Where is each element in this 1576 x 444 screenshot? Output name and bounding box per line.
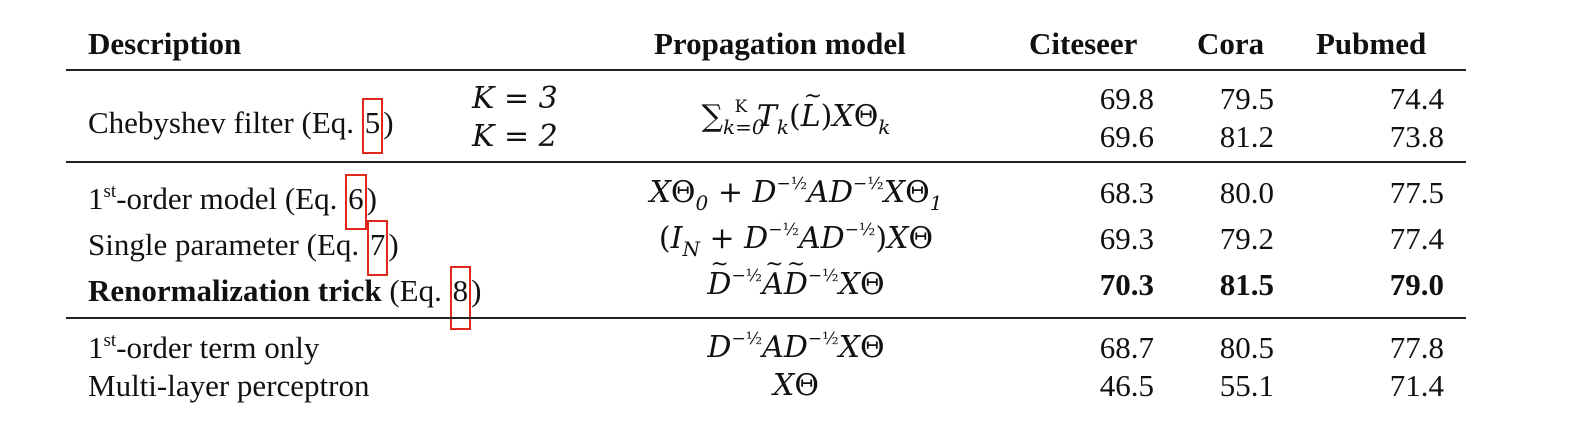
rule-mid-2 bbox=[66, 317, 1466, 319]
cell-renorm-pubmed: 79.0 bbox=[1389, 267, 1444, 302]
header-citeseer: Citeseer bbox=[1029, 26, 1138, 61]
formula-renormalization: D−½AD−½XΘ bbox=[516, 246, 1076, 304]
formula-first-order-term: D−½AD−½XΘ bbox=[707, 329, 885, 365]
cell-first-order-citeseer: 68.3 bbox=[1099, 175, 1154, 210]
eq-ref-6[interactable]: 6 bbox=[345, 174, 367, 230]
cell-cheb-k3-citeseer: 69.8 bbox=[1099, 81, 1154, 116]
k3-label: K = 3 bbox=[472, 81, 558, 116]
cell-first-order-pubmed: 77.5 bbox=[1389, 175, 1444, 210]
cell-renorm-citeseer: 70.3 bbox=[1099, 267, 1154, 302]
cell-single-cora: 79.2 bbox=[1219, 221, 1274, 256]
cell-cheb-k2-pubmed: 73.8 bbox=[1389, 119, 1444, 154]
results-table: Description Propagation model Citeseer C… bbox=[66, 0, 1466, 444]
row-first-order-model-label: 1st-order model (Eq. 6) bbox=[88, 174, 377, 230]
cell-first-order-cora: 80.0 bbox=[1219, 175, 1274, 210]
row-renormalization-label: Renormalization trick (Eq. 8) bbox=[88, 266, 481, 330]
cell-single-pubmed: 77.4 bbox=[1389, 221, 1444, 256]
cell-cheb-k2-cora: 81.2 bbox=[1219, 119, 1274, 154]
cell-mlp-cora: 55.1 bbox=[1219, 368, 1274, 403]
formula-chebyshev: ∑k=0K Tk(L)XΘk bbox=[516, 78, 1076, 137]
cell-mlp-citeseer: 46.5 bbox=[1099, 368, 1154, 403]
cell-cheb-k3-pubmed: 74.4 bbox=[1389, 81, 1444, 116]
row-single-parameter-label: Single parameter (Eq. 7) bbox=[88, 220, 399, 276]
header-cora: Cora bbox=[1197, 26, 1265, 61]
eq-ref-7[interactable]: 7 bbox=[366, 220, 389, 276]
cell-renorm-cora: 81.5 bbox=[1219, 267, 1274, 302]
header-propagation-model: Propagation model bbox=[654, 26, 906, 61]
cell-single-citeseer: 69.3 bbox=[1099, 221, 1154, 256]
row-mlp-label: Multi-layer perceptron bbox=[88, 368, 370, 403]
cell-first-term-pubmed: 77.8 bbox=[1389, 330, 1444, 365]
cell-first-term-citeseer: 68.7 bbox=[1099, 330, 1154, 365]
row-first-order-term-label: 1st-order term only bbox=[88, 330, 320, 365]
eq-ref-5[interactable]: 5 bbox=[361, 98, 384, 154]
header-description: Description bbox=[88, 26, 242, 61]
k2-label: K = 2 bbox=[472, 119, 558, 154]
cell-cheb-k3-cora: 79.5 bbox=[1219, 81, 1274, 116]
cell-first-term-cora: 80.5 bbox=[1219, 330, 1274, 365]
row-chebyshev-label: Chebyshev filter (Eq. 5) bbox=[88, 98, 394, 154]
rule-mid-1 bbox=[66, 161, 1466, 163]
eq-ref-8[interactable]: 8 bbox=[449, 266, 472, 330]
header-pubmed: Pubmed bbox=[1316, 26, 1427, 61]
formula-mlp: XΘ bbox=[773, 368, 819, 403]
cell-cheb-k2-citeseer: 69.6 bbox=[1099, 119, 1154, 154]
cell-mlp-pubmed: 71.4 bbox=[1389, 368, 1444, 403]
rule-top bbox=[66, 69, 1466, 71]
formula-first-order-model: XΘ0 + D−½AD−½XΘ1 bbox=[649, 174, 943, 215]
